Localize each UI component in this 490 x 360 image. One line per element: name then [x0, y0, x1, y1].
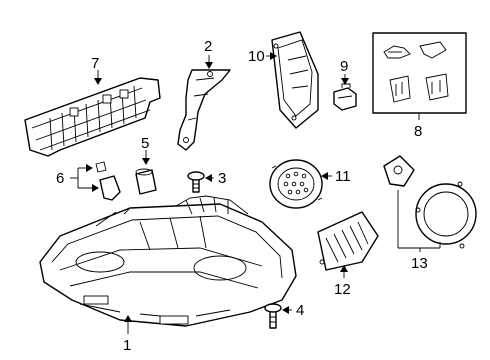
callout-5: 5 — [141, 135, 150, 165]
callout-7-label: 7 — [91, 55, 99, 72]
part-heat-sink-housing — [24, 77, 161, 157]
part-mounting-bracket — [177, 69, 231, 151]
part-connector — [333, 83, 357, 111]
callout-13-label: 13 — [411, 255, 428, 272]
callout-12: 12 — [334, 265, 351, 298]
part-screw — [187, 171, 205, 193]
callout-12-label: 12 — [334, 281, 351, 298]
callout-9-label: 9 — [340, 58, 348, 75]
callout-8: 8 — [414, 113, 422, 140]
callout-13: 13 — [397, 190, 441, 272]
part-fan-motor — [269, 159, 323, 209]
part-clip-kit — [372, 32, 467, 114]
callout-4: 4 — [282, 302, 304, 319]
callout-11: 11 — [321, 168, 351, 185]
callout-2: 2 — [204, 38, 213, 69]
callout-9: 9 — [340, 58, 349, 85]
callout-6: 6 — [56, 164, 99, 192]
callout-4-label: 4 — [296, 302, 304, 319]
callout-3: 3 — [205, 170, 226, 187]
callout-6-label: 6 — [56, 170, 64, 187]
callout-5-label: 5 — [141, 135, 149, 152]
part-bulb — [95, 161, 121, 201]
callout-10-label: 10 — [248, 48, 265, 65]
part-bolt — [264, 303, 282, 329]
part-headlamp-assembly — [39, 195, 297, 327]
part-control-module — [271, 31, 319, 129]
callout-1-label: 1 — [123, 337, 131, 354]
callout-7: 7 — [91, 55, 102, 85]
callout-3-label: 3 — [218, 170, 226, 187]
callout-1: 1 — [123, 315, 132, 354]
part-cover-assembly — [383, 155, 477, 249]
callout-10: 10 — [248, 48, 277, 65]
part-heat-sink — [317, 211, 379, 271]
callout-2-label: 2 — [204, 38, 212, 55]
part-bulb-socket — [135, 168, 157, 195]
callout-11-label: 11 — [335, 168, 351, 185]
callout-8-label: 8 — [414, 123, 422, 140]
